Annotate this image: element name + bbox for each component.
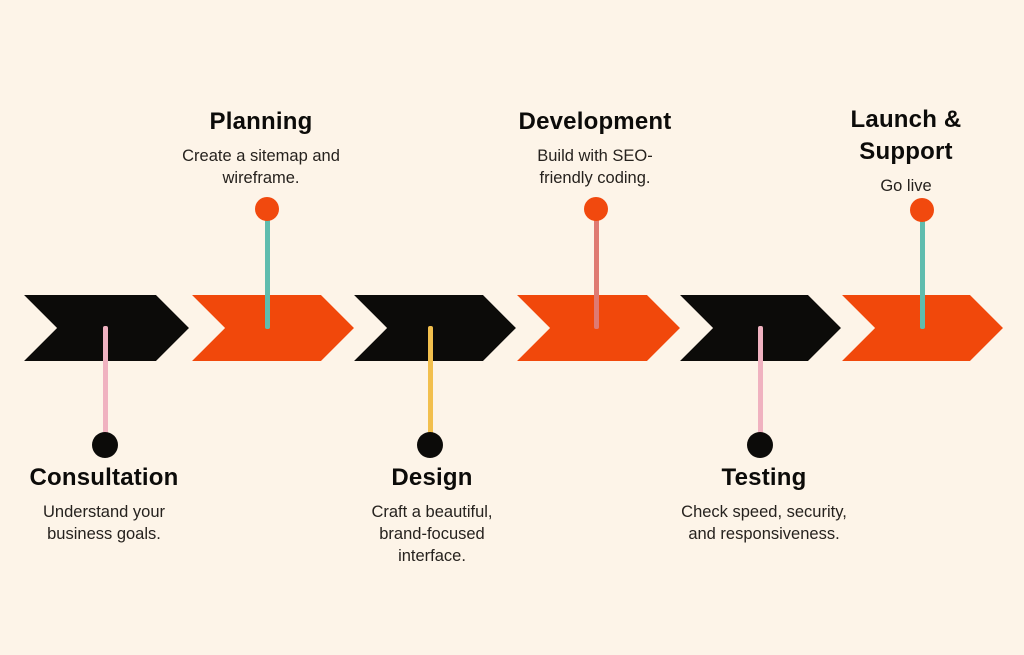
connector-line-design <box>428 326 433 446</box>
milestone-dot-planning <box>255 197 279 221</box>
connector-line-testing <box>758 326 763 446</box>
stage-desc-line: business goals. <box>47 525 161 543</box>
stage-desc-line: wireframe. <box>222 169 300 187</box>
stage-testing: Testing Check speed, security, and respo… <box>664 462 864 545</box>
stage-planning: Planning Create a sitemap and wireframe. <box>161 106 361 189</box>
connector-line-development <box>594 207 599 329</box>
milestone-dot-consultation <box>92 432 118 458</box>
stage-desc-line: Understand your <box>43 503 165 521</box>
stage-title: Planning <box>209 108 313 135</box>
stage-desc-line: interface. <box>398 547 466 565</box>
milestone-dot-development <box>584 197 608 221</box>
stage-title: Design <box>391 464 473 491</box>
stage-title: Consultation <box>29 464 179 491</box>
stage-title: Development <box>518 108 672 135</box>
stage-desc-line: Go live <box>880 177 932 195</box>
stage-desc-line: friendly coding. <box>539 169 651 187</box>
chevron-segment-2 <box>167 285 369 371</box>
stage-title: Launch & Support <box>850 106 962 165</box>
milestone-dot-testing <box>747 432 773 458</box>
stage-desc-line: Check speed, security, <box>681 503 847 521</box>
stage-consultation: Consultation Understand your business go… <box>4 462 204 545</box>
stage-desc-line: Create a sitemap and <box>182 147 340 165</box>
milestone-dot-launch <box>910 198 934 222</box>
stage-desc-line: brand-focused <box>379 525 485 543</box>
stage-launch-support: Launch & Support Go live <box>821 104 991 197</box>
connector-line-planning <box>265 207 270 329</box>
stage-desc-line: Build with SEO- <box>537 147 653 165</box>
milestone-dot-design <box>417 432 443 458</box>
connector-line-launch <box>920 208 925 329</box>
stage-desc-line: Craft a beautiful, <box>371 503 493 521</box>
stage-title: Testing <box>721 464 807 491</box>
connector-line-consultation <box>103 326 108 446</box>
stage-development: Development Build with SEO- friendly cod… <box>485 106 705 189</box>
stage-design: Design Craft a beautiful, brand-focused … <box>332 462 532 567</box>
stage-desc-line: and responsiveness. <box>688 525 840 543</box>
